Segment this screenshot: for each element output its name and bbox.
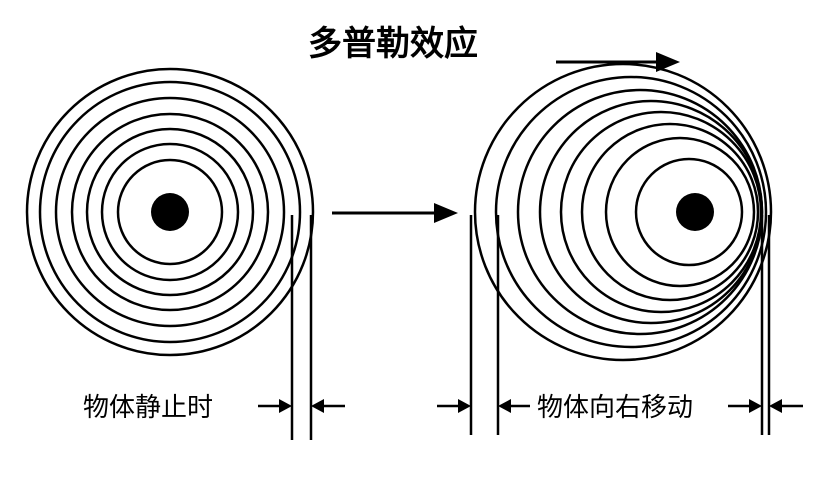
wavelength-guide-lines bbox=[290, 215, 771, 440]
moving-wavefront-7 bbox=[604, 136, 756, 288]
stationary-wavefront-7 bbox=[116, 158, 224, 266]
moving-label: 物体向右移动 bbox=[537, 393, 693, 423]
stationary-wavefront-4 bbox=[70, 112, 270, 312]
stationary-source-dot bbox=[151, 193, 189, 231]
moving-wavefronts bbox=[473, 62, 773, 362]
page-title: 多普勒效应 bbox=[308, 24, 478, 64]
measurement-arrows bbox=[258, 399, 803, 413]
stationary-label: 物体静止时 bbox=[83, 393, 213, 423]
moving-wavefront-3 bbox=[516, 88, 764, 336]
stationary-wavefront-1 bbox=[25, 67, 315, 357]
transition-arrow bbox=[332, 203, 458, 223]
moving-source-dot bbox=[676, 193, 714, 231]
stationary-wavefront-5 bbox=[85, 127, 255, 297]
stationary-wavefront-6 bbox=[100, 142, 240, 282]
stationary-wavefront-2 bbox=[38, 80, 302, 344]
moving-wavefront-1 bbox=[473, 62, 773, 362]
moving-wavefront-8 bbox=[634, 157, 744, 267]
motion-direction-arrow bbox=[556, 52, 680, 72]
stationary-wavefront-3 bbox=[54, 96, 286, 328]
moving-wavefront-5 bbox=[559, 110, 763, 314]
stationary-wavefronts bbox=[25, 67, 315, 357]
moving-wavefront-2 bbox=[494, 75, 768, 349]
moving-wavefront-6 bbox=[580, 122, 760, 302]
moving-wavefront-4 bbox=[538, 99, 764, 325]
